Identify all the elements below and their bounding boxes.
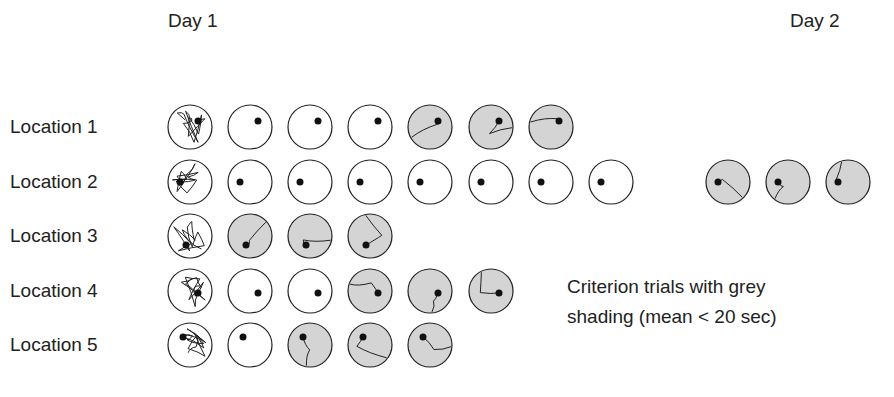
pool-circle bbox=[469, 269, 513, 313]
platform-dot bbox=[255, 118, 262, 125]
pool-circle bbox=[348, 160, 392, 204]
pool-circle bbox=[348, 269, 392, 313]
platform-dot bbox=[177, 179, 184, 186]
platform-dot bbox=[538, 179, 545, 186]
platform-dot bbox=[715, 179, 722, 186]
pool-circle bbox=[288, 160, 332, 204]
note-text: Criterion trials with grey shading (mean… bbox=[567, 272, 817, 332]
swim-path bbox=[246, 222, 266, 245]
pool-circle bbox=[408, 269, 452, 313]
pool-circle bbox=[228, 323, 272, 367]
swim-path bbox=[357, 337, 387, 358]
swim-path bbox=[412, 121, 438, 137]
pool-circle bbox=[288, 214, 332, 258]
swim-path bbox=[366, 215, 382, 245]
platform-dot bbox=[297, 179, 304, 186]
platform-dot bbox=[363, 242, 370, 249]
platform-dot bbox=[556, 118, 563, 125]
pool-circle bbox=[168, 214, 212, 258]
day-heading: Day 2 bbox=[790, 6, 840, 36]
platform-dot bbox=[240, 334, 247, 341]
swim-path bbox=[350, 283, 378, 293]
platform-dot bbox=[237, 179, 244, 186]
platform-dot bbox=[195, 290, 202, 297]
platform-dot bbox=[243, 242, 250, 249]
swim-path bbox=[173, 164, 199, 193]
platform-dot bbox=[180, 334, 187, 341]
platform-dot bbox=[835, 179, 842, 186]
platform-dot bbox=[357, 179, 364, 186]
swim-path bbox=[174, 222, 205, 252]
row-label: Location 5 bbox=[10, 330, 98, 360]
platform-dot bbox=[183, 242, 190, 249]
platform-dot bbox=[417, 179, 424, 186]
pool-circle bbox=[288, 105, 332, 149]
platform-dot bbox=[303, 242, 310, 249]
pool-circle bbox=[288, 269, 332, 313]
swim-path bbox=[531, 118, 559, 122]
pool-circle bbox=[469, 105, 513, 149]
platform-dot bbox=[420, 334, 427, 341]
pool-circle bbox=[589, 160, 633, 204]
platform-dot bbox=[195, 118, 202, 125]
platform-dot bbox=[435, 118, 442, 125]
pool-circle bbox=[408, 105, 452, 149]
swim-path bbox=[183, 329, 206, 356]
platform-dot bbox=[360, 334, 367, 341]
pool-circle bbox=[228, 160, 272, 204]
pool-circle bbox=[529, 105, 573, 149]
swim-path bbox=[480, 272, 499, 293]
platform-dot bbox=[375, 118, 382, 125]
pool-circle bbox=[348, 105, 392, 149]
pool-circle bbox=[288, 323, 332, 367]
platform-dot bbox=[496, 118, 503, 125]
day-heading: Day 1 bbox=[168, 6, 218, 36]
platform-dot bbox=[255, 290, 262, 297]
swim-path bbox=[177, 111, 205, 142]
pool-circle bbox=[408, 160, 452, 204]
swim-path bbox=[718, 179, 742, 197]
swim-path bbox=[303, 337, 310, 366]
pool-circle bbox=[348, 214, 392, 258]
pool-circle bbox=[469, 160, 513, 204]
pool-circle bbox=[826, 160, 870, 204]
pool-circle bbox=[168, 323, 212, 367]
platform-dot bbox=[375, 290, 382, 297]
pool-circle bbox=[228, 105, 272, 149]
row-label: Location 2 bbox=[10, 167, 98, 197]
pool-circle bbox=[766, 160, 810, 204]
pool-circle bbox=[348, 323, 392, 367]
platform-dot bbox=[598, 179, 605, 186]
row-label: Location 4 bbox=[10, 276, 98, 306]
pool-circle bbox=[408, 323, 452, 367]
platform-dot bbox=[300, 334, 307, 341]
pool-circle bbox=[168, 160, 212, 204]
swim-path bbox=[181, 277, 205, 306]
pool-circle bbox=[168, 105, 212, 149]
row-label: Location 1 bbox=[10, 112, 98, 142]
platform-dot bbox=[315, 290, 322, 297]
platform-dot bbox=[478, 179, 485, 186]
platform-dot bbox=[496, 290, 503, 297]
row-label: Location 3 bbox=[10, 221, 98, 251]
pool-circle bbox=[168, 269, 212, 313]
platform-dot bbox=[775, 179, 782, 186]
swim-path bbox=[423, 337, 451, 350]
platform-dot bbox=[435, 290, 442, 297]
pool-circle bbox=[228, 214, 272, 258]
pool-circle bbox=[706, 160, 750, 204]
pool-circle bbox=[228, 269, 272, 313]
platform-dot bbox=[315, 118, 322, 125]
pool-circle bbox=[529, 160, 573, 204]
